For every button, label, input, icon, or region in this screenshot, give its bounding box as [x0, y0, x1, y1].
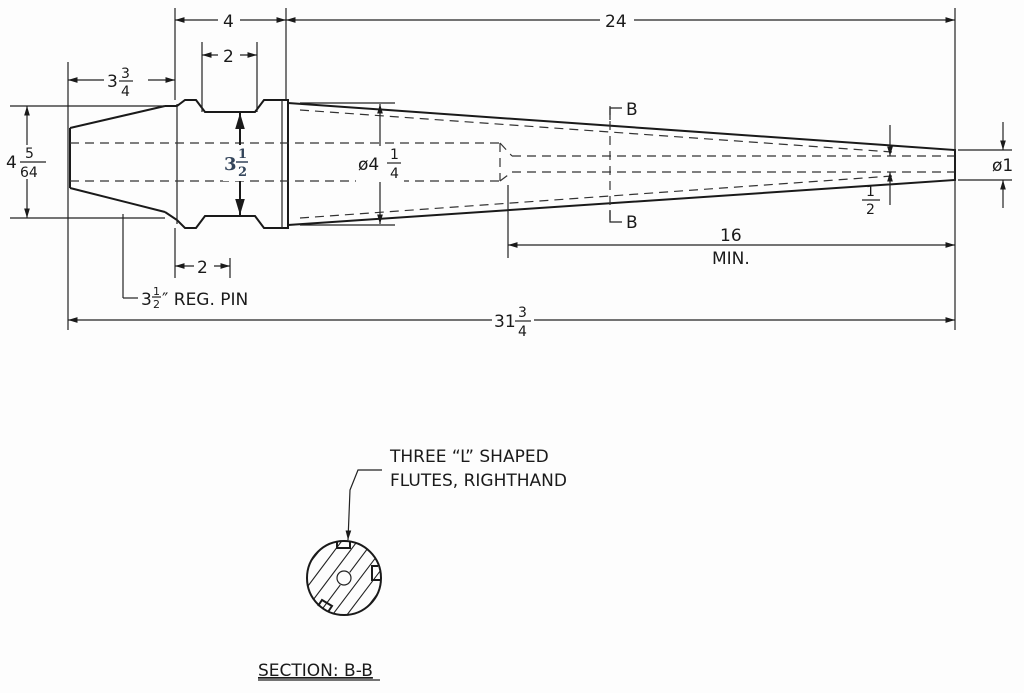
- dim-overall-den: 4: [518, 324, 527, 340]
- section-mark-bottom: B: [626, 213, 638, 233]
- dim-overall-num: 3: [518, 305, 527, 321]
- dim-24: 24: [605, 12, 627, 32]
- dim-4564-den: 64: [20, 165, 38, 181]
- dim-bore-den: 2: [866, 202, 875, 218]
- hidden-lines: [70, 109, 955, 219]
- bore-hole: [336, 570, 352, 586]
- dim-body-dia: ø4: [358, 155, 379, 175]
- part-outline: [69, 99, 956, 229]
- dim-bore-num: 1: [866, 184, 875, 200]
- flutes-note-line2: FLUTES, RIGHTHAND: [390, 471, 567, 491]
- section-view: [306, 540, 382, 616]
- dim-4564-whole: 4: [6, 153, 17, 173]
- pin-whole: 3: [141, 290, 152, 310]
- dim-body-den: 4: [390, 166, 399, 182]
- dim-3-den: 4: [121, 84, 130, 100]
- dim-tip-dia: ø1: [992, 156, 1013, 176]
- pin-den: 2: [153, 298, 160, 311]
- section-outline: [306, 540, 382, 616]
- dim-overall-whole: 31: [494, 312, 516, 332]
- flutes-note-line1: THREE “L” SHAPED: [389, 447, 549, 467]
- dimension-lines: [10, 8, 1012, 330]
- dim-2-top: 2: [223, 47, 234, 67]
- dim-3-num: 3: [121, 66, 130, 82]
- dimension-labels: 4 24 2 3 3 4 4 5 64 3 1 2 ø4 1 4 ø1 1 2: [4, 10, 1013, 340]
- section-title: SECTION: B-B: [258, 661, 373, 681]
- callouts: 3 1 2 ″ REG. PIN B B THREE “L” SHAPED FL…: [141, 100, 638, 681]
- dim-4564-num: 5: [25, 146, 34, 162]
- dim-16: 16: [720, 226, 742, 246]
- dim-body-num: 1: [390, 147, 399, 163]
- dim-collar-whole: 3: [224, 154, 237, 175]
- dim-4: 4: [223, 12, 234, 32]
- section-mark-top: B: [626, 100, 638, 120]
- pin-label: ″ REG. PIN: [162, 290, 248, 310]
- dim-collar-den: 2: [238, 165, 247, 180]
- dim-2-bottom: 2: [197, 258, 208, 278]
- dim-collar-num: 1: [238, 147, 247, 162]
- pin-num: 1: [153, 285, 160, 298]
- dim-3-whole: 3: [107, 72, 118, 92]
- dim-min: MIN.: [712, 249, 750, 269]
